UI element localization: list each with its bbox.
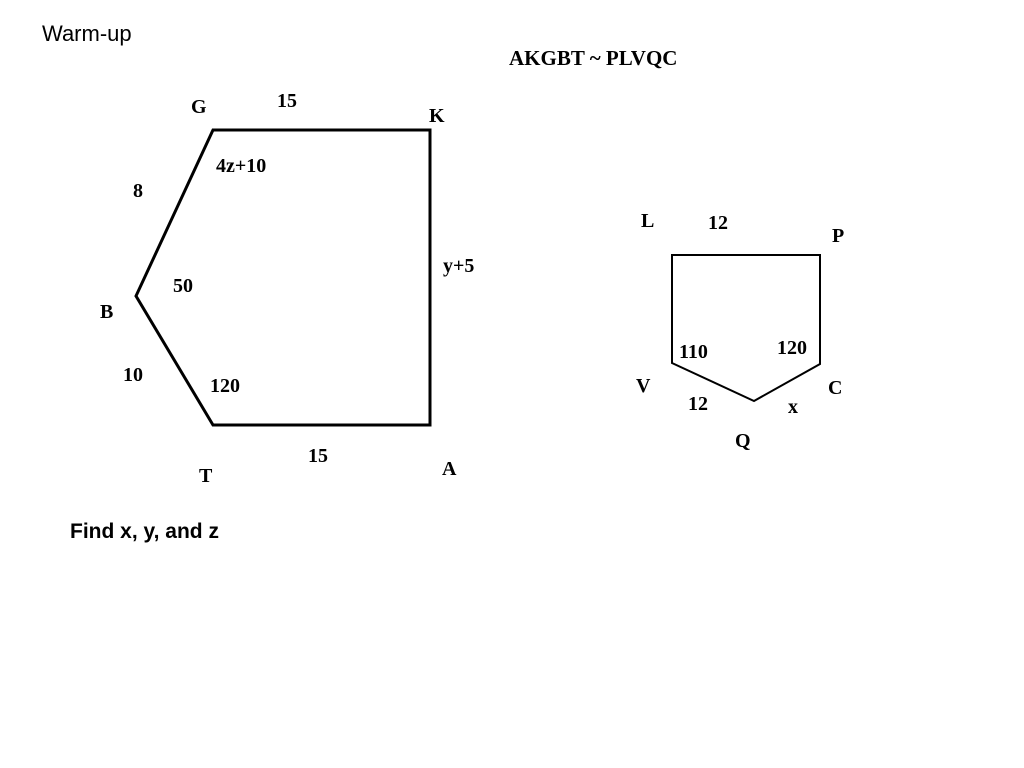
vertex-label-k: K <box>429 105 445 127</box>
angle-label-t: 120 <box>210 375 240 397</box>
angle-label-g: 4z+10 <box>216 155 266 177</box>
angle-label-v: 110 <box>679 341 708 363</box>
vertex-label-q: Q <box>735 430 751 452</box>
vertex-label-v: V <box>636 375 651 397</box>
angle-label-c: 120 <box>777 337 807 359</box>
question-text: Find x, y, and z <box>70 520 219 543</box>
side-label-gk: 15 <box>277 90 297 112</box>
vertex-label-b: B <box>100 301 113 323</box>
pentagon-akgbt <box>134 128 432 427</box>
side-label-gb: 8 <box>133 180 143 202</box>
side-label-bt: 10 <box>123 364 143 386</box>
angle-label-b: 50 <box>173 275 193 297</box>
pentagon-plvqc <box>671 254 821 403</box>
similarity-statement: AKGBT ~ PLVQC <box>509 46 678 70</box>
vertex-label-p: P <box>832 225 844 247</box>
vertex-label-t: T <box>199 465 213 487</box>
vertex-label-g: G <box>191 96 207 118</box>
vertex-label-a: A <box>442 458 457 480</box>
side-label-ta: 15 <box>308 445 328 467</box>
vertex-label-c: C <box>828 377 842 399</box>
side-label-vq: 12 <box>688 393 708 415</box>
side-label-lp: 12 <box>708 212 728 234</box>
side-label-ka: y+5 <box>443 255 474 277</box>
slide-title: Warm-up <box>42 21 132 46</box>
vertex-label-l: L <box>641 210 654 232</box>
side-label-qc: x <box>788 396 798 418</box>
